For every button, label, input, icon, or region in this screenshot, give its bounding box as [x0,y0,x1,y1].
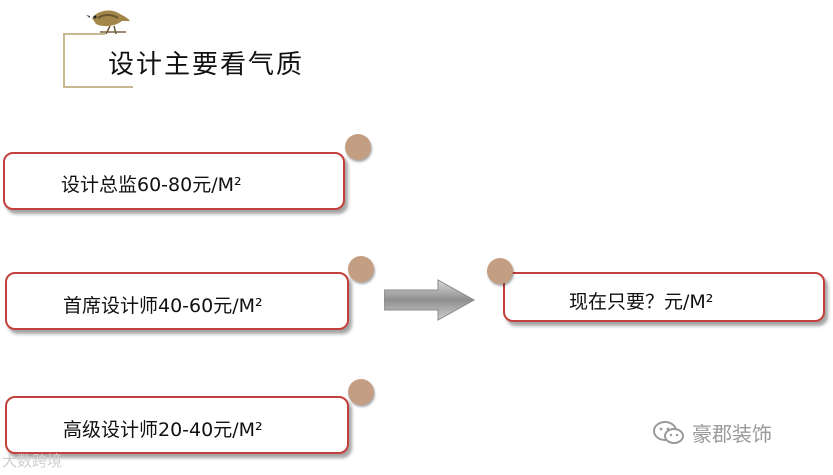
pin-icon [348,379,374,405]
price-card-senior: 高级设计师20-40元/M² [5,396,349,454]
title-underline [63,86,133,88]
price-card-label: 高级设计师20-40元/M² [63,415,263,442]
wechat-icon [652,420,686,446]
pin-icon [345,134,371,160]
result-card: 现在只要？元/M² [503,272,825,322]
result-card-label: 现在只要？元/M² [569,287,713,314]
price-card-label: 首席设计师40-60元/M² [63,291,263,318]
bird-icon [86,4,134,36]
page-title: 设计主要看气质 [108,44,304,81]
price-card-label: 设计总监60-80元/M² [61,170,242,197]
watermark-label: 豪郡装饰 [692,418,772,447]
watermark: 豪郡装饰 [652,418,772,447]
arrow-right-icon [384,278,478,322]
pin-icon [487,258,513,284]
price-card-director: 设计总监60-80元/M² [3,152,345,210]
price-card-chief: 首席设计师40-60元/M² [5,272,349,330]
corner-watermark: 大数跨境 [2,450,62,471]
title-frame [63,33,105,88]
pin-icon [348,256,374,282]
